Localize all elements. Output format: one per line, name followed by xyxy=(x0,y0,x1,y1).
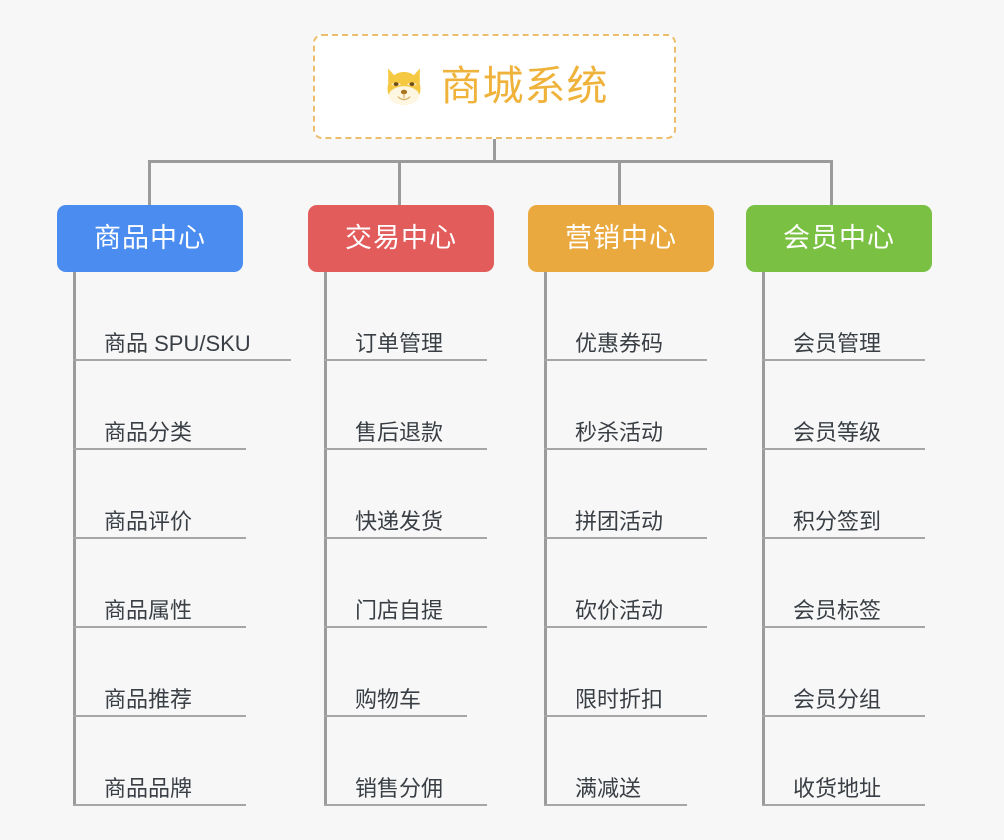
leaf-item[interactable]: 会员管理 xyxy=(762,272,925,361)
leaf-item[interactable]: 拼团活动 xyxy=(544,450,707,539)
leaf-item[interactable]: 购物车 xyxy=(324,628,467,717)
leaf-item[interactable]: 会员分组 xyxy=(762,628,925,717)
leaf-label: 砍价活动 xyxy=(575,598,664,623)
connector-drop-3 xyxy=(618,160,621,206)
leaf-label: 售后退款 xyxy=(355,420,444,445)
leaf-label: 商品分类 xyxy=(104,420,193,445)
leaf-label: 拼团活动 xyxy=(575,509,664,534)
leaf-label: 商品属性 xyxy=(104,598,193,623)
leaf-label: 门店自提 xyxy=(355,598,444,623)
leaf-item[interactable]: 商品推荐 xyxy=(73,628,246,717)
leaf-item[interactable]: 门店自提 xyxy=(324,539,487,628)
connector-horizontal-bus xyxy=(149,160,832,163)
category-label-3: 营销中心 xyxy=(565,223,677,253)
category-spine-1 xyxy=(73,272,76,806)
leaf-label: 会员管理 xyxy=(793,331,882,356)
category-header-2[interactable]: 交易中心 xyxy=(308,205,494,272)
leaf-item[interactable]: 会员标签 xyxy=(762,539,925,628)
category-spine-2 xyxy=(324,272,327,806)
connector-root-stem xyxy=(493,139,496,162)
leaf-item[interactable]: 积分签到 xyxy=(762,450,925,539)
leaf-label: 订单管理 xyxy=(355,331,444,356)
category-label-1: 商品中心 xyxy=(94,223,206,253)
leaf-item[interactable]: 销售分佣 xyxy=(324,717,487,806)
leaf-item[interactable]: 商品分类 xyxy=(73,361,246,450)
leaf-label: 商品推荐 xyxy=(104,687,193,712)
leaf-label: 购物车 xyxy=(355,687,422,712)
leaf-item[interactable]: 订单管理 xyxy=(324,272,487,361)
leaf-item[interactable]: 满减送 xyxy=(544,717,687,806)
connector-drop-1 xyxy=(148,160,151,206)
leaf-label: 销售分佣 xyxy=(355,776,444,801)
leaf-item[interactable]: 商品评价 xyxy=(73,450,246,539)
category-spine-3 xyxy=(544,272,547,806)
root-node[interactable]: 商城系统 xyxy=(313,34,676,139)
leaf-label: 优惠券码 xyxy=(575,331,664,356)
category-header-1[interactable]: 商品中心 xyxy=(57,205,243,272)
leaf-label: 快递发货 xyxy=(355,509,444,534)
category-spine-4 xyxy=(762,272,765,806)
leaf-item[interactable]: 商品 SPU/SKU xyxy=(73,272,291,361)
leaf-item[interactable]: 砍价活动 xyxy=(544,539,707,628)
leaf-label: 限时折扣 xyxy=(575,687,664,712)
leaf-label: 收货地址 xyxy=(793,776,882,801)
category-label-2: 交易中心 xyxy=(345,223,457,253)
leaf-label: 商品评价 xyxy=(104,509,193,534)
leaf-item[interactable]: 会员等级 xyxy=(762,361,925,450)
category-header-4[interactable]: 会员中心 xyxy=(746,205,932,272)
connector-drop-4 xyxy=(830,160,833,206)
leaf-label: 会员标签 xyxy=(793,598,882,623)
category-header-3[interactable]: 营销中心 xyxy=(528,205,714,272)
leaf-item[interactable]: 售后退款 xyxy=(324,361,487,450)
dog-face-icon xyxy=(386,67,421,105)
leaf-item[interactable]: 收货地址 xyxy=(762,717,925,806)
leaf-label: 会员等级 xyxy=(793,420,882,445)
leaf-item[interactable]: 快递发货 xyxy=(324,450,487,539)
connector-drop-2 xyxy=(398,160,401,206)
leaf-label: 满减送 xyxy=(575,776,642,801)
leaf-label: 会员分组 xyxy=(793,687,882,712)
root-title: 商城系统 xyxy=(440,63,609,109)
leaf-item[interactable]: 商品属性 xyxy=(73,539,246,628)
leaf-label: 商品 SPU/SKU xyxy=(104,331,251,356)
leaf-item[interactable]: 商品品牌 xyxy=(73,717,246,806)
leaf-item[interactable]: 限时折扣 xyxy=(544,628,707,717)
leaf-label: 秒杀活动 xyxy=(575,420,664,445)
leaf-label: 商品品牌 xyxy=(104,776,193,801)
category-label-4: 会员中心 xyxy=(783,223,895,253)
leaf-label: 积分签到 xyxy=(793,509,882,534)
leaf-item[interactable]: 优惠券码 xyxy=(544,272,707,361)
leaf-item[interactable]: 秒杀活动 xyxy=(544,361,707,450)
